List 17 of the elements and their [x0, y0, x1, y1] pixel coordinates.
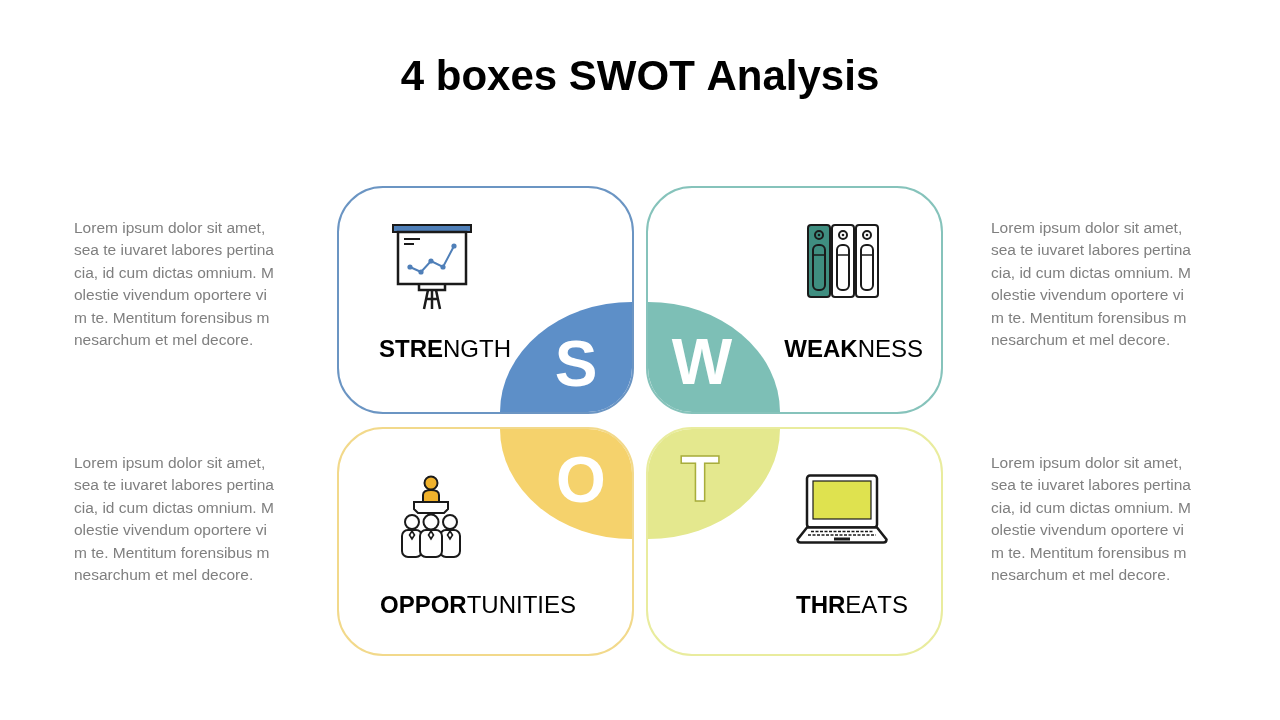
title: 4 boxes SWOT Analysis [400, 51, 880, 101]
quadrant-title: OPPORTUNITIES [380, 591, 577, 619]
swot-letter: T [680, 447, 720, 511]
swot-card [646, 186, 943, 414]
swot-letter: O [556, 448, 606, 512]
swot-letter: W [671, 330, 733, 394]
description-text: Lorem ipsum dolor sit amet, sea te iuvaret labores pertina cia, id cum dictas omnium. M olestie vivendum oportere vi m te. Mentitum forensibus m nesarchum et mel decore. [74, 218, 275, 351]
description-text: Lorem ipsum dolor sit amet, sea te iuvaret labores pertina cia, id cum dictas omnium. M olestie vivendum oportere vi m te. Mentitum forensibus m nesarchum et mel decore. [74, 453, 275, 586]
swot-card [646, 427, 943, 656]
swot-card [337, 427, 634, 656]
swot-card [337, 186, 634, 414]
quadrant-title: STRENGTH [379, 335, 511, 363]
description-text: Lorem ipsum dolor sit amet, sea te iuvaret labores pertina cia, id cum dictas omnium. M olestie vivendum oportere vi m te. Mentitum forensibus m nesarchum et mel decore. [991, 453, 1192, 586]
description-text: Lorem ipsum dolor sit amet, sea te iuvaret labores pertina cia, id cum dictas omnium. M olestie vivendum oportere vi m te. Mentitum forensibus m nesarchum et mel decore. [991, 218, 1192, 351]
quadrant-title: THREATS [796, 591, 908, 619]
swot-letter: S [554, 332, 598, 396]
quadrant-title: WEAKNESS [784, 335, 923, 363]
